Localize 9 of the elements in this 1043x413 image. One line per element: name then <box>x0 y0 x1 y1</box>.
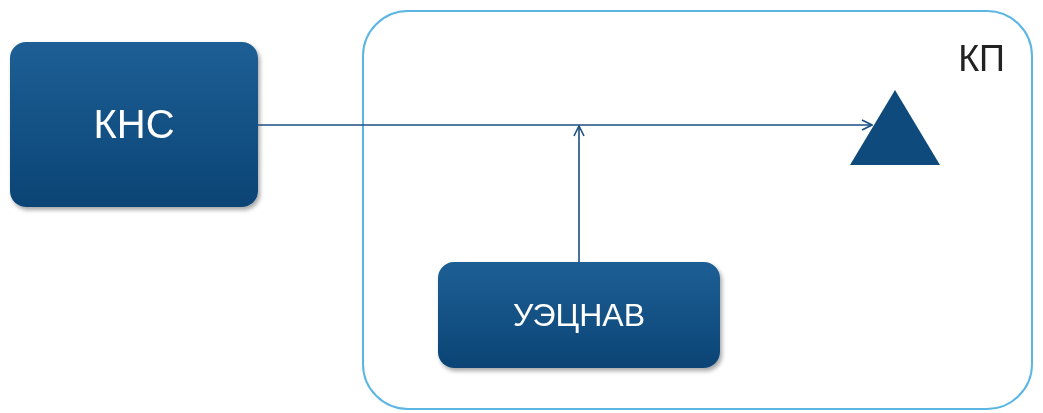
box-label: КНС <box>93 102 175 147</box>
arrow <box>257 119 873 131</box>
process-box <box>10 42 258 207</box>
triangle-marker <box>850 90 940 165</box>
arrow <box>573 125 585 263</box>
group-label: КП <box>958 38 1005 80</box>
group-frame <box>362 10 1033 410</box>
box-label: УЭЦНАВ <box>512 296 646 334</box>
process-box <box>438 262 720 368</box>
